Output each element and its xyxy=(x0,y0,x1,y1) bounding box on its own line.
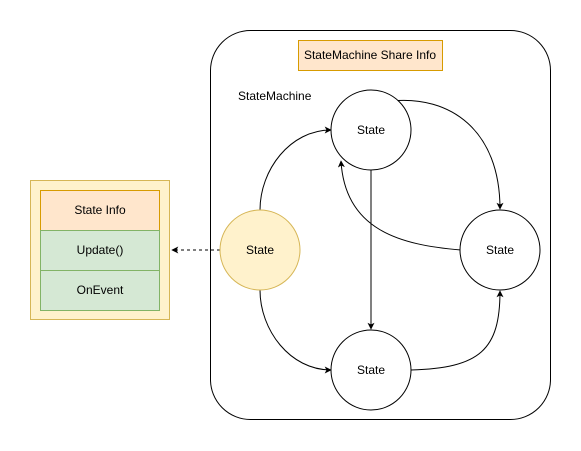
state-info-label: State Info xyxy=(74,203,126,217)
onevent-method-label: OnEvent xyxy=(77,283,124,297)
state-node-top-label: State xyxy=(357,123,385,137)
state-info-box xyxy=(40,190,160,231)
edge-active-to-top xyxy=(259,126,332,211)
state-node-bottom xyxy=(330,329,412,411)
state-node-top xyxy=(330,89,412,171)
share-info-label: StateMachine Share Info xyxy=(304,48,436,62)
edge-top-to-right xyxy=(390,99,504,210)
update-method-label: Update() xyxy=(77,243,124,257)
state-node-right-label: State xyxy=(486,243,514,257)
edge-active-to-bottom xyxy=(259,289,332,374)
state-node-bottom-label: State xyxy=(357,363,385,377)
share-info-box xyxy=(298,40,443,71)
update-method-box xyxy=(40,230,160,271)
state-node-active-label: State xyxy=(246,243,274,257)
state-node-right xyxy=(459,209,541,291)
state-node-active xyxy=(219,209,301,291)
edge-bottom-to-right xyxy=(410,290,504,371)
state-panel: State Info Update() OnEvent xyxy=(30,180,170,320)
state-machine-container xyxy=(210,30,551,420)
onevent-method-box xyxy=(40,270,160,311)
state-machine-title: StateMachine xyxy=(238,89,312,103)
edge-right-to-top xyxy=(337,160,462,251)
